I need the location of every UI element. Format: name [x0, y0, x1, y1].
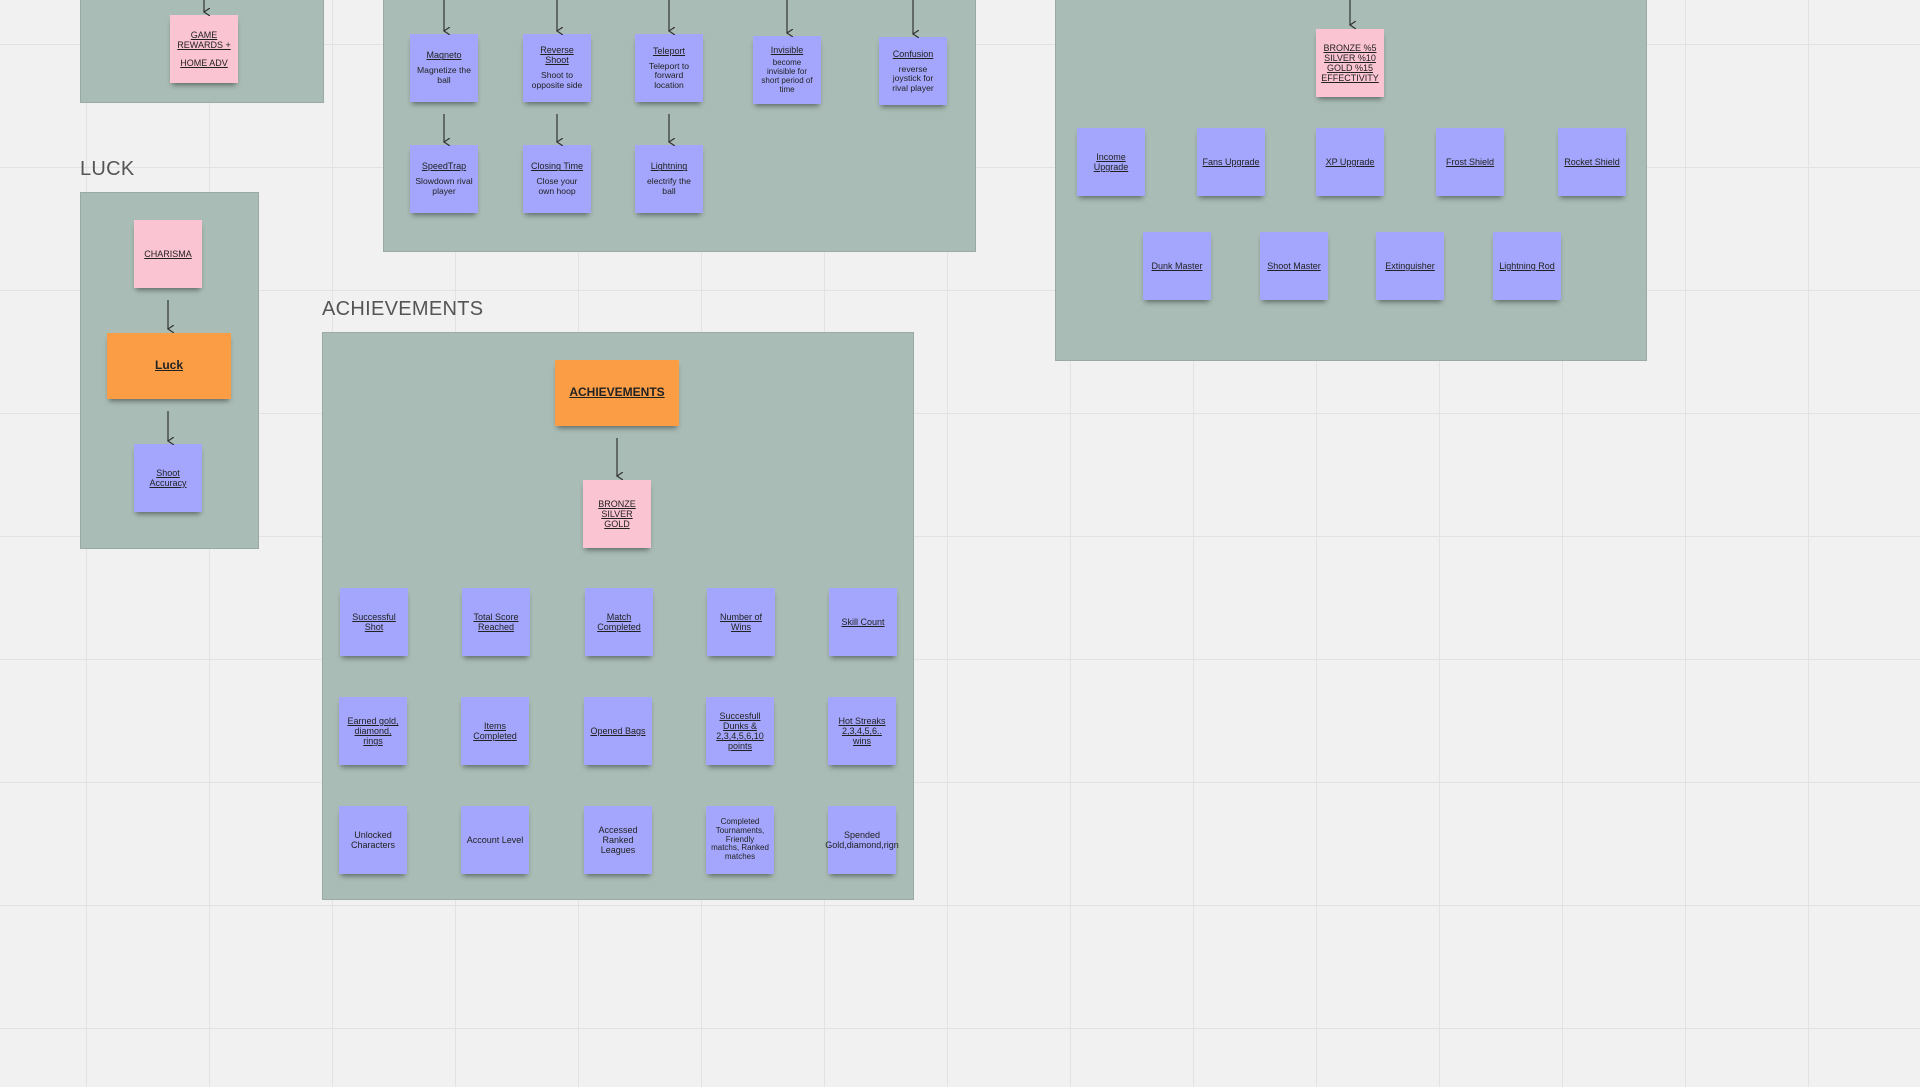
achievement-note[interactable]: Completed Tournaments, Friendly matchs, … — [706, 806, 774, 874]
game-rewards-line-3: HOME ADV — [180, 58, 228, 69]
achievement-title: Unlocked Characters — [350, 829, 395, 850]
upgrade-note[interactable]: Income Upgrade — [1077, 128, 1145, 196]
achievements-header-note[interactable]: ACHIEVEMENTS — [555, 360, 679, 426]
upgrade-title: Frost Shield — [1445, 156, 1495, 167]
achievement-note[interactable]: Hot Streaks 2,3,4,5,6.. wins — [828, 697, 896, 765]
upgrade-note[interactable]: Dunk Master — [1143, 232, 1211, 300]
skill-title: Teleport — [652, 45, 686, 56]
upgrade-title: Shoot Master — [1267, 260, 1321, 271]
achievements-section-title: ACHIEVEMENTS — [322, 298, 484, 320]
achievements-header-text: ACHIEVEMENTS — [569, 385, 665, 400]
upgrade-note[interactable]: XP Upgrade — [1316, 128, 1384, 196]
skill-title: SpeedTrap — [421, 161, 467, 172]
achievement-title: Number of Wins — [719, 611, 763, 632]
upgrade-note[interactable]: Rocket Shield — [1558, 128, 1626, 196]
skill-title: Magneto — [426, 50, 462, 61]
skill-desc: Shoot to opposite side — [531, 70, 583, 91]
achievement-title: Accessed Ranked Leagues — [598, 824, 638, 856]
upgrade-title: Income Upgrade — [1093, 151, 1129, 172]
skill-title: Invisible — [770, 45, 804, 56]
achievement-note[interactable]: Account Level — [461, 806, 529, 874]
upgrade-title: Dunk Master — [1151, 260, 1203, 271]
game-rewards-line-2: REWARDS + — [177, 39, 231, 50]
skill-note-teleport[interactable]: Teleport Teleport to forward location — [635, 34, 703, 102]
skill-title: Lightning — [650, 161, 688, 172]
achievement-title: Hot Streaks 2,3,4,5,6.. wins — [838, 715, 886, 747]
upgrade-note[interactable]: Lightning Rod — [1493, 232, 1561, 300]
upgrade-tier-note[interactable]: BRONZE %5 SILVER %10 GOLD %15 EFFECTIVIT… — [1316, 29, 1384, 97]
skill-title: Reverse Shoot — [540, 45, 574, 66]
skill-note-reverse-shoot[interactable]: Reverse Shoot Shoot to opposite side — [523, 34, 591, 102]
skill-note-closing-time[interactable]: Closing Time Close your own hoop — [523, 145, 591, 213]
achievement-note[interactable]: Earned gold, diamond, rings — [339, 697, 407, 765]
achievement-title: Account Level — [466, 834, 524, 845]
skill-desc: Close your own hoop — [536, 176, 578, 197]
shoot-accuracy-text: Shoot Accuracy — [149, 467, 187, 488]
luck-text: Luck — [154, 358, 183, 373]
charisma-note[interactable]: CHARISMA — [134, 220, 202, 288]
skill-note-confusion[interactable]: Confusion reverse joystick for rival pla… — [879, 37, 947, 105]
luck-section-title: LUCK — [80, 158, 135, 180]
achievement-tiers-note[interactable]: BRONZE SILVER GOLD — [583, 480, 651, 548]
upgrade-note[interactable]: Frost Shield — [1436, 128, 1504, 196]
luck-note[interactable]: Luck — [107, 333, 231, 399]
upgrade-title: Rocket Shield — [1564, 156, 1620, 167]
skill-note-speedtrap[interactable]: SpeedTrap Slowdown rival player — [410, 145, 478, 213]
achievement-title: Spended Gold,diamond,rign — [825, 829, 899, 850]
game-rewards-note[interactable]: GAME REWARDS + HOME ADV — [170, 15, 238, 83]
upgrade-note[interactable]: Fans Upgrade — [1197, 128, 1265, 196]
achievement-title: Skill Count — [841, 616, 885, 627]
skill-note-lightning[interactable]: Lightning electrify the ball — [635, 145, 703, 213]
skill-note-invisible[interactable]: Invisible become invisible for short per… — [753, 36, 821, 104]
achievement-note[interactable]: Total Score Reached — [462, 588, 530, 656]
upgrade-title: Lightning Rod — [1499, 260, 1555, 271]
achievement-note[interactable]: Accessed Ranked Leagues — [584, 806, 652, 874]
achievement-note[interactable]: Opened Bags — [584, 697, 652, 765]
achievement-note[interactable]: Skill Count — [829, 588, 897, 656]
skill-note-magneto[interactable]: Magneto Magnetize the ball — [410, 34, 478, 102]
achievement-note[interactable]: Items Completed — [461, 697, 529, 765]
upgrade-title: Extinguisher — [1385, 260, 1435, 271]
upgrade-note[interactable]: Extinguisher — [1376, 232, 1444, 300]
achievement-tiers-text: BRONZE SILVER GOLD — [598, 498, 636, 530]
achievement-title: Total Score Reached — [473, 611, 519, 632]
game-rewards-line-1: GAME — [190, 29, 218, 40]
achievement-title: Match Completed — [597, 611, 641, 632]
achievement-title: Earned gold, diamond, rings — [347, 715, 399, 747]
upgrade-tier-text: BRONZE %5 SILVER %10 GOLD %15 EFFECTIVIT… — [1321, 42, 1379, 84]
achievement-note[interactable]: Spended Gold,diamond,rign — [825, 806, 899, 874]
achievement-title: Opened Bags — [590, 725, 646, 736]
skill-desc: Magnetize the ball — [417, 65, 471, 86]
skill-desc: become invisible for short period of tim… — [761, 58, 813, 94]
skill-desc: Teleport to forward location — [648, 60, 690, 90]
achievement-title: Successful Shot — [352, 611, 396, 632]
achievement-note[interactable]: Match Completed — [585, 588, 653, 656]
achievement-note[interactable]: Succesfull Dunks & 2,3,4,5,6,10 points — [706, 697, 774, 765]
skill-desc: reverse joystick for rival player — [892, 63, 934, 93]
upgrade-title: XP Upgrade — [1325, 156, 1375, 167]
achievement-note[interactable]: Unlocked Characters — [339, 806, 407, 874]
shoot-accuracy-note[interactable]: Shoot Accuracy — [134, 444, 202, 512]
achievement-note[interactable]: Successful Shot — [340, 588, 408, 656]
charisma-text: CHARISMA — [144, 248, 192, 259]
upgrade-note[interactable]: Shoot Master — [1260, 232, 1328, 300]
achievement-title: Succesfull Dunks & 2,3,4,5,6,10 points — [716, 710, 764, 752]
skill-desc: Slowdown rival player — [415, 176, 473, 197]
skill-title: Confusion — [892, 48, 934, 59]
skill-title: Closing Time — [530, 161, 584, 172]
skill-desc: electrify the ball — [647, 176, 691, 197]
upgrade-title: Fans Upgrade — [1202, 156, 1260, 167]
achievement-note[interactable]: Number of Wins — [707, 588, 775, 656]
achievement-title: Completed Tournaments, Friendly matchs, … — [711, 816, 769, 862]
achievement-title: Items Completed — [473, 720, 517, 741]
